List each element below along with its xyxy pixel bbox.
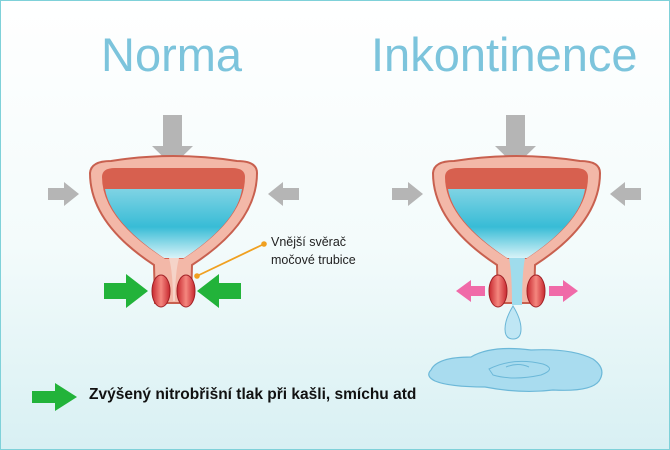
pressure-arrow-right-normal — [268, 182, 299, 206]
sphincter-right-normal — [176, 274, 196, 308]
sphincter-pointer-line — [196, 243, 265, 277]
urine-drop — [504, 305, 522, 340]
urine-puddle — [428, 347, 603, 393]
sphincter-left-normal — [151, 274, 171, 308]
pressure-arrow-right-incontinence — [610, 182, 641, 206]
pressure-arrow-top-incontinence — [495, 115, 536, 166]
sphincter-label: Vnější svěrač močové trubice — [271, 233, 356, 269]
legend-text: Zvýšený nitrobřišní tlak při kašli, smíc… — [89, 386, 417, 403]
bladder-normal — [48, 115, 299, 308]
closing-arrow-right — [197, 274, 241, 308]
bladder-incontinence — [392, 115, 641, 393]
urine-incontinence — [448, 189, 585, 258]
pressure-arrow-left-normal — [48, 182, 79, 206]
pressure-arrow-left-incontinence — [392, 182, 423, 206]
sphincter-label-line2: močové trubice — [271, 253, 356, 267]
closing-arrow-left — [104, 274, 148, 308]
title-incontinence: Inkontinence — [371, 28, 638, 81]
leak-arrow-right — [549, 280, 578, 302]
legend-green-arrow-icon — [32, 383, 77, 411]
leak-arrow-left — [456, 280, 485, 302]
sphincter-left-incontinence — [488, 274, 508, 308]
title-normal: Norma — [101, 28, 243, 81]
urine-normal — [105, 189, 242, 258]
pressure-arrow-top-normal — [152, 115, 193, 166]
sphincter-right-incontinence — [526, 274, 546, 308]
sphincter-label-line1: Vnější svěrač — [271, 235, 347, 249]
